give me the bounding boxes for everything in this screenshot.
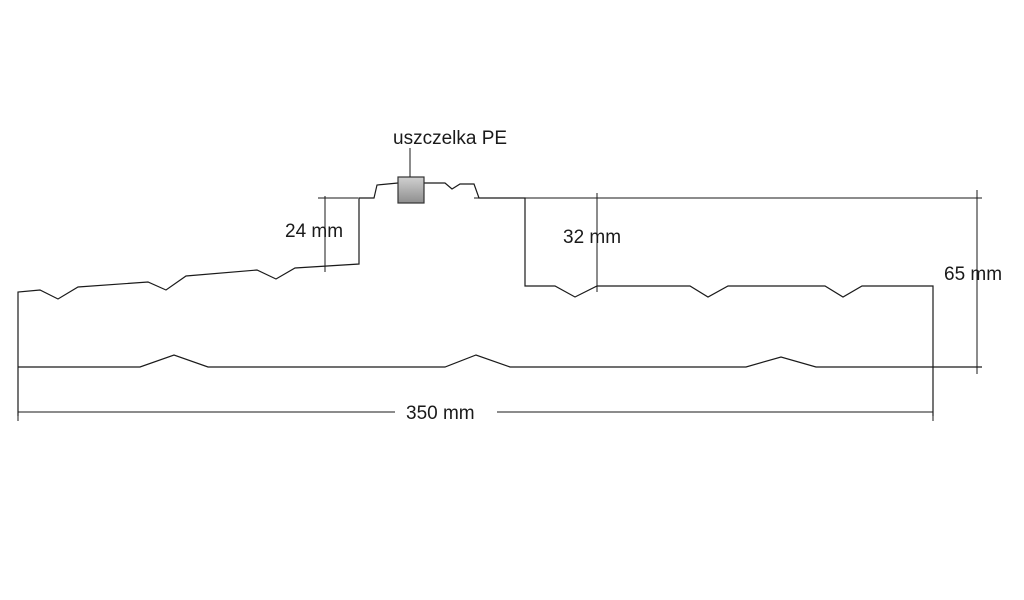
gasket-shape (397, 176, 425, 204)
dim-350-label: 350 mm (406, 403, 475, 424)
dim-24-label: 24 mm (285, 221, 343, 242)
dim-65-label: 65 mm (944, 264, 1002, 285)
profile-bottom-line (18, 354, 982, 368)
dim-32-label: 32 mm (563, 227, 621, 248)
profile-top-outline (17, 182, 934, 416)
gasket-label: uszczelka PE (393, 128, 507, 149)
